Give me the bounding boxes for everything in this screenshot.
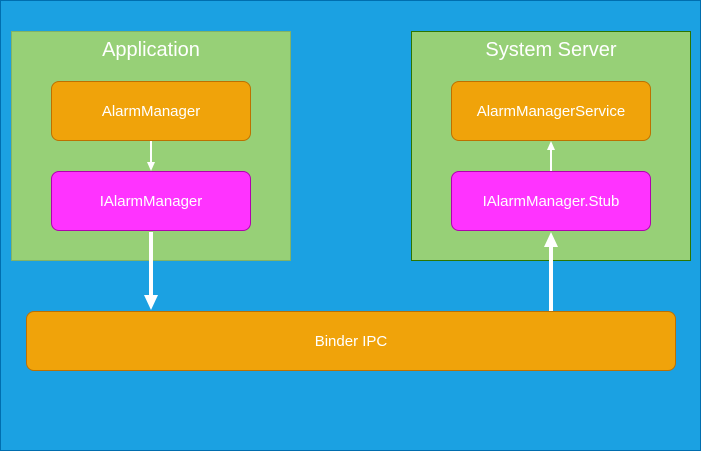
ialarm-manager-stub-node[interactable]: IAlarmManager.Stub xyxy=(451,171,651,231)
alarm-manager-service-label: AlarmManagerService xyxy=(476,102,626,120)
alarm-manager-label: AlarmManager xyxy=(101,102,201,120)
ialarm-manager-stub-label: IAlarmManager.Stub xyxy=(482,192,620,210)
alarm-manager-node[interactable]: AlarmManager xyxy=(51,81,251,141)
ialarm-manager-label: IAlarmManager xyxy=(99,192,203,210)
alarm-manager-service-node[interactable]: AlarmManagerService xyxy=(451,81,651,141)
binder-ipc-node[interactable]: Binder IPC xyxy=(26,311,676,371)
system-server-title: System Server xyxy=(485,39,617,61)
application-title: Application xyxy=(102,39,200,61)
binder-ipc-label: Binder IPC xyxy=(314,332,388,350)
ialarm-manager-node[interactable]: IAlarmManager xyxy=(51,171,251,231)
